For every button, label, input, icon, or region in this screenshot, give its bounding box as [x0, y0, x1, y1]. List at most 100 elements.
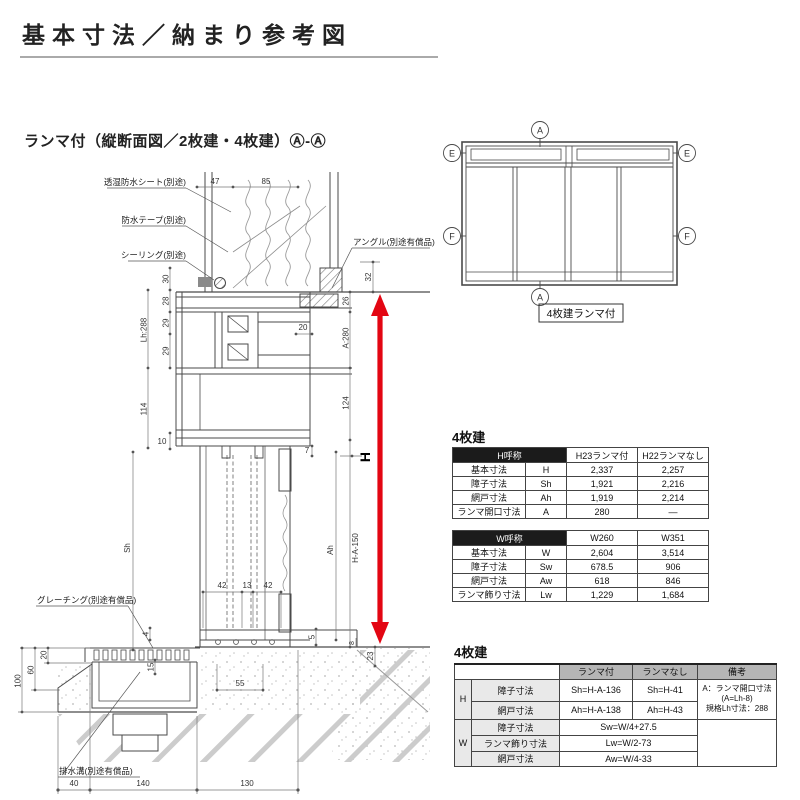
marker-a-bottom: A: [537, 292, 543, 302]
t1-col-h22: H22ランマなし: [637, 447, 709, 463]
t3-col-note: 備考: [697, 663, 777, 680]
dim-40: 40: [70, 779, 79, 788]
t3-col-with-transom: ランマ付: [559, 663, 633, 680]
t2-cell: 障子寸法: [452, 559, 526, 574]
dimension-lines: [18, 186, 380, 794]
dim-29b: 29: [162, 346, 171, 355]
dim-124: 124: [342, 396, 351, 410]
t3-cell: Aw=W/4-33: [559, 750, 698, 767]
t2-cell: 2,604: [566, 545, 638, 560]
dimension-ticks: [20, 185, 377, 792]
t3-cell: Ah=H-43: [632, 700, 698, 720]
t1-cell: 基本寸法: [452, 462, 526, 477]
t2-cell: 1,684: [637, 587, 709, 602]
t2-cell: 618: [566, 573, 638, 588]
t1-cell: Ah: [525, 490, 567, 505]
callout-tape: 防水テープ(別途): [121, 215, 186, 225]
marker-e-right: E: [684, 148, 690, 158]
note-line-2: (A=Lh-8): [721, 694, 753, 703]
dim-140: 140: [136, 779, 150, 788]
dim-ah: Ah: [326, 545, 335, 555]
t2-col-w260: W260: [566, 530, 638, 546]
t3-cell: Sh=H-A-136: [559, 678, 633, 702]
dim-10: 10: [158, 437, 167, 446]
transom-frame: [175, 291, 430, 459]
marker-f-right: F: [684, 231, 690, 241]
panel-mullions: [466, 167, 673, 281]
dim-8: 8: [349, 641, 356, 645]
dim-h-label: H: [357, 452, 373, 462]
t1-cell: H: [525, 462, 567, 477]
t3-note-empty: [697, 718, 777, 767]
dim-47: 47: [211, 177, 220, 186]
dim-32: 32: [364, 272, 373, 281]
table3-title: 4枚建: [454, 645, 488, 660]
dim-29a: 29: [162, 318, 171, 327]
dim-13: 13: [243, 581, 252, 590]
callout-angle: アングル(別途有償品): [353, 237, 435, 247]
section-markers: [443, 121, 696, 306]
table-row: 網戸寸法 Aw=W/4-33: [455, 750, 777, 767]
t2-cell: Sw: [525, 559, 567, 574]
t2-cell: 網戸寸法: [452, 573, 526, 588]
t2-cell: Lw: [525, 587, 567, 602]
t1-cell: 障子寸法: [452, 476, 526, 491]
t1-h-header: H呼称: [452, 447, 567, 463]
t2-cell: W: [525, 545, 567, 560]
sliding-sash-section: [195, 446, 430, 713]
note-line-1: A：ランマ開口寸法: [702, 684, 772, 693]
dim-26: 26: [342, 296, 351, 305]
t1-cell: 2,337: [566, 462, 638, 477]
t3-cell: Sw=W/4+27.5: [559, 718, 698, 736]
sealing-bead: [214, 277, 226, 289]
dim-55: 55: [236, 679, 245, 688]
t3-group-h: H: [454, 678, 472, 720]
page-title: 基本寸法／納まり参考図: [22, 22, 352, 48]
elevation-diagram: A A E E F F 4枚建ランマ付: [443, 121, 696, 323]
t1-cell: 網戸寸法: [452, 490, 526, 505]
t1-cell: 280: [566, 504, 638, 519]
dim-4: 4: [142, 631, 151, 636]
dim-20-left: 20: [40, 650, 49, 659]
dim-114: 114: [140, 402, 149, 415]
t3-cell: 網戸寸法: [471, 700, 560, 720]
dim-15: 15: [147, 662, 156, 671]
dim-23: 23: [366, 651, 375, 660]
t2-cell: 1,229: [566, 587, 638, 602]
callouts: 透湿防水シート(別途) 防水テープ(別途) シーリング(別途) アングル(別途有…: [36, 177, 435, 778]
t1-cell: ランマ開口寸法: [452, 504, 526, 519]
callout-sheet: 透湿防水シート(別途): [104, 177, 186, 187]
t2-col-w351: W351: [637, 530, 709, 546]
dim-130: 130: [240, 779, 254, 788]
elevation-caption: 4枚建ランマ付: [547, 307, 616, 320]
t1-cell: 2,214: [637, 490, 709, 505]
dim-30: 30: [162, 274, 171, 283]
t1-cell: Sh: [525, 476, 567, 491]
callout-drain: 排水溝(別途有償品): [59, 766, 133, 776]
callout-grating: グレーチング(別途有償品): [37, 595, 136, 605]
dim-28: 28: [162, 296, 171, 305]
dim-ha150: H-A-150: [351, 533, 360, 563]
dim-7: 7: [305, 446, 310, 455]
dim-60: 60: [27, 665, 36, 674]
t1-cell: 2,257: [637, 462, 709, 477]
dim-20-mid: 20: [299, 323, 308, 332]
t3-blank-header: [454, 663, 560, 680]
marker-a-top: A: [537, 125, 543, 135]
t3-cell: ランマ飾り寸法: [471, 734, 560, 752]
t3-col-without-transom: ランマなし: [632, 663, 698, 680]
t3-cell: Ah=H-A-138: [559, 700, 633, 720]
t2-cell: ランマ飾り寸法: [452, 587, 526, 602]
t3-cell: 障子寸法: [471, 678, 560, 702]
dim-42b: 42: [264, 581, 273, 590]
sealing-block: [198, 277, 212, 287]
dim-a280: A:280: [342, 327, 351, 348]
t3-cell: 網戸寸法: [471, 750, 560, 767]
